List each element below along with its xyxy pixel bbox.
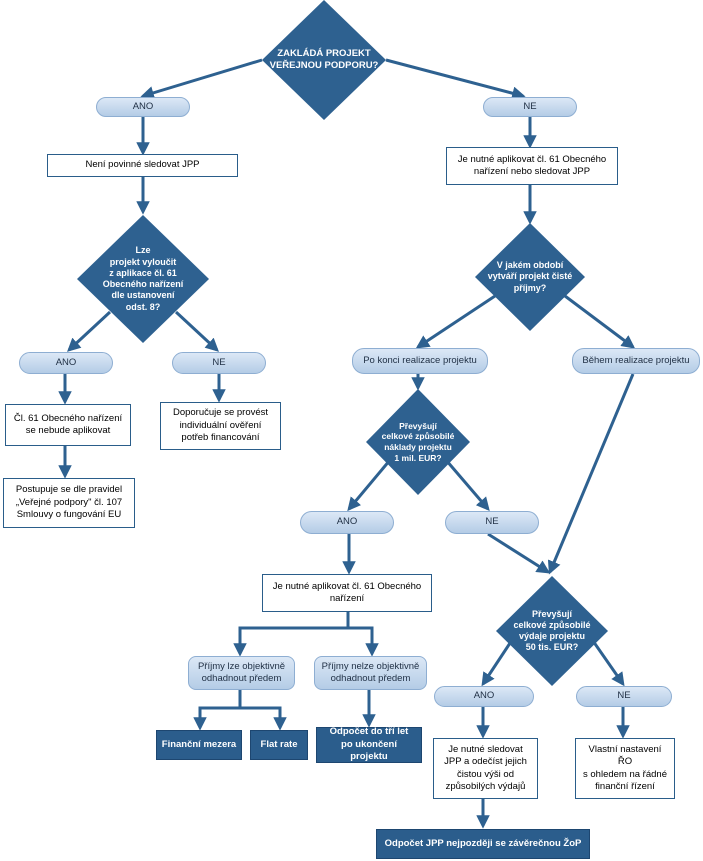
decision-50k-eur: Převyšují celkové způsobilé výdaje proje… [496, 576, 608, 686]
edge-during-to-q-50k [547, 373, 635, 575]
answer-no-exclude: NE [172, 352, 266, 374]
answer-during-implementation: Během realizace projektu [572, 348, 700, 374]
edge-root-to-ne [385, 58, 526, 100]
box-own-settings: Vlastní nastavení ŘO s ohledem na řádné … [575, 738, 675, 799]
edge-split-to-objective [233, 612, 350, 657]
box-art61-not-applied: Čl. 61 Obecného nařízení se nebude aplik… [5, 404, 131, 446]
answer-income-objective: Příjmy lze objektivně odhadnout předem [188, 656, 295, 690]
box-must-apply: Je nutné aplikovat čl. 61 Obecného naříz… [446, 147, 618, 185]
answer-yes-1m: ANO [300, 511, 394, 534]
answer-income-not-objective: Příjmy nelze objektivně odhadnout předem [314, 656, 427, 690]
edge-q-period-to-after [415, 294, 496, 349]
answer-yes-exclude: ANO [19, 352, 113, 374]
decision-1m-eur: Převyšují celkové způsobilé náklady proj… [366, 389, 470, 495]
answer-after-completion: Po konci realizace projektu [352, 348, 488, 374]
box-state-aid-rules: Postupuje se dle pravidel „Veřejné podpo… [3, 478, 135, 528]
box-must-apply-61: Je nutné aplikovat čl. 61 Obecného naříz… [262, 574, 432, 612]
box-not-required: Není povinné sledovat JPP [47, 154, 238, 177]
box-deduct-3y: Odpočet do tří let po ukončení projektu [316, 726, 422, 763]
answer-yes-state-aid: ANO [96, 97, 190, 117]
box-financial-gap: Finanční mezera [156, 730, 242, 760]
edge-q-1m-to-ne [444, 459, 490, 512]
answer-no-1m: NE [445, 511, 539, 534]
edge-objective-to-flat-rate [240, 706, 287, 731]
decision-exclude: Lze projekt vyloučit z aplikace čl. 61 O… [77, 215, 209, 343]
edge-q-1m-to-ano [347, 459, 392, 512]
edge-q-period-to-during [564, 294, 636, 349]
edge-root-to-ano [140, 58, 263, 100]
answer-yes-50k: ANO [434, 686, 534, 707]
edge-q-exclude-to-ano [67, 310, 112, 352]
edge-split-to-not-objective [348, 626, 379, 657]
edge-objective-to-financial-gap [193, 690, 242, 731]
edge-ne3-to-q-50k [487, 532, 551, 574]
decision-period: V jakém období vytváří projekt čisté pří… [475, 223, 585, 331]
box-monitor-jpp: Je nutné sledovat JPP a odečíst jejich č… [433, 738, 538, 799]
decision-state-aid: ZAKLÁDÁ PROJEKT VEŘEJNOU PODPORU? [262, 0, 386, 120]
box-flat-rate: Flat rate [250, 730, 308, 760]
answer-no-50k: NE [576, 686, 672, 707]
box-deduct-final: Odpočet JPP nejpozději se závěrečnou ŽoP [376, 829, 590, 859]
edge-q-exclude-to-ne [174, 310, 219, 352]
box-recommend-verify: Doporučuje se provést individuální ověře… [160, 402, 281, 450]
answer-no-state-aid: NE [483, 97, 577, 117]
